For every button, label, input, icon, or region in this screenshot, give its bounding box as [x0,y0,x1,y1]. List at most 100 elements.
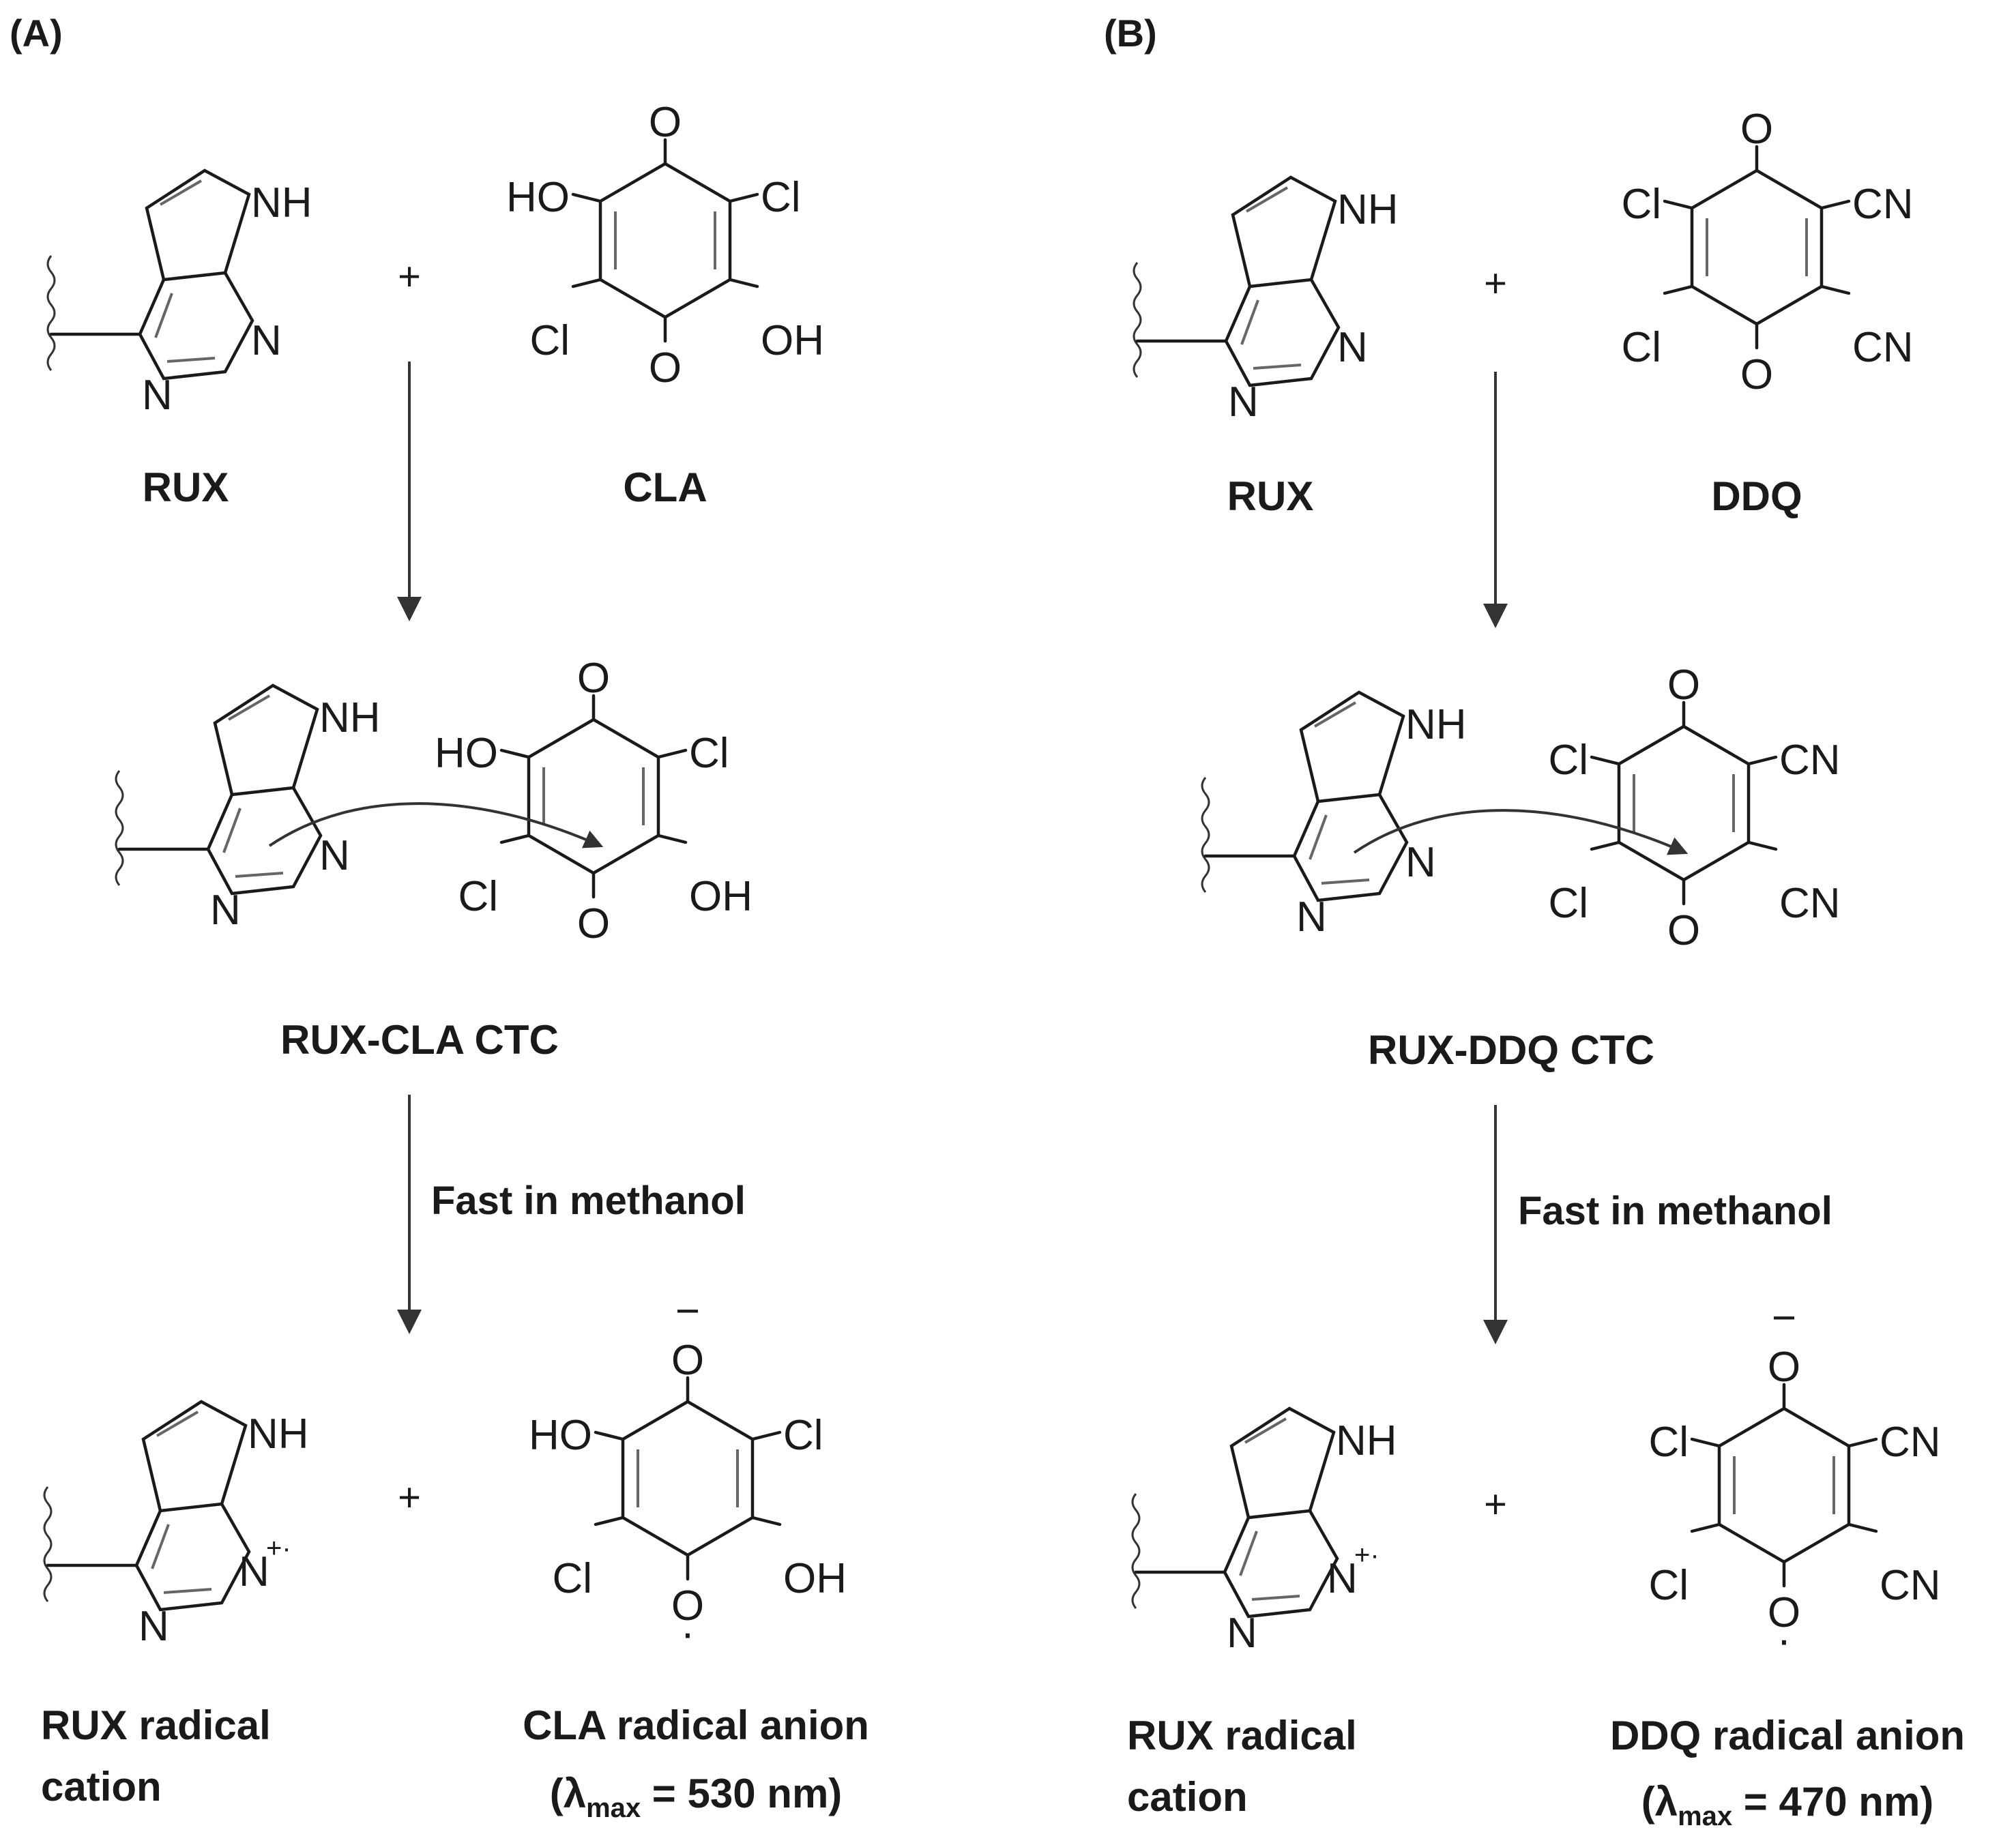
acceptor-substituent: CN [1852,181,1914,228]
o-atom: O [1768,1344,1800,1391]
panel-b-lambda-max: (λmax = 470 nm) [1641,1779,1934,1831]
acceptor-substituent: CN [1880,1419,1941,1466]
nh-atom: NH [1337,186,1399,233]
n-atom: N [1227,1610,1257,1657]
acceptor-substituent: CN [1852,324,1914,371]
acceptor-substituent: Cl [761,174,801,221]
nh-atom: NH [1405,701,1467,748]
n-atom: N [319,832,350,879]
acceptor-substituent: HO [506,174,570,221]
radical-dot: · [1777,1617,1792,1664]
panel-b-product-donor-label: RUX radical [1127,1713,1357,1758]
panel-b: (B) NH N N RUX + O O Cl [1104,12,1965,1831]
panel-b-condition: Fast in methanol [1518,1189,1832,1233]
charge-transfer-arrow [268,802,604,848]
radical-cation-charge: +· [1354,1540,1379,1570]
plus-sign: + [398,254,421,299]
panel-b-product-donor-structure: NH N +· N [1131,1406,1397,1657]
panel-b-label: (B) [1104,12,1157,55]
charge-transfer-arrow [1353,809,1689,855]
o-atom: O [1667,662,1700,709]
panel-a-acceptor-structure: O O HO Cl Cl OH [506,99,824,392]
n-atom: N [138,1603,169,1650]
o-atom: O [649,344,682,392]
acceptor-substituent: OH [783,1555,847,1602]
panel-a-lambda-max: (λmax = 530 nm) [550,1771,843,1823]
substituent-wavy-bond [46,255,56,371]
acceptor-substituent: CN [1880,1562,1941,1609]
panel-a-product-acceptor-structure: O − O · HO Cl Cl OH [529,1288,847,1657]
negative-charge: − [675,1288,700,1335]
panel-b-product-donor-label: cation [1127,1774,1248,1820]
n-atom: N [1327,1555,1358,1602]
acceptor-substituent: Cl [1621,181,1661,228]
radical-cation-charge: +· [266,1533,291,1563]
panel-b-complex-structure: NH N N [1201,690,1467,941]
plus-sign: + [1484,261,1507,306]
panel-a-complex-label: RUX-CLA CTC [280,1017,559,1063]
n-atom: N [1228,379,1259,426]
panel-b-acceptor-label: DDQ [1711,473,1802,519]
acceptor-substituent: Cl [552,1555,592,1602]
nh-atom: NH [248,1411,309,1458]
panel-a-label: (A) [10,12,63,55]
panel-b-donor-label: RUX [1227,473,1314,519]
acceptor-substituent: CN [1779,737,1841,784]
acceptor-substituent: HO [435,730,498,777]
panel-a-donor-structure: NH N N [46,168,312,419]
acceptor-substituent: Cl [1648,1562,1689,1609]
panel-b-product-acceptor-structure: O − O · Cl CN Cl CN [1648,1295,1940,1664]
acceptor-substituent: Cl [689,730,729,777]
n-atom: N [1296,894,1327,941]
acceptor-substituent: Cl [1648,1419,1689,1466]
panel-a-acceptor-label: CLA [623,464,707,510]
acceptor-substituent: Cl [529,317,570,364]
nh-atom: NH [319,694,381,741]
acceptor-substituent: Cl [1621,324,1661,371]
n-atom: N [142,372,173,419]
acceptor-substituent: Cl [783,1412,823,1459]
panel-b-product-acceptor-label: DDQ radical anion [1610,1713,1965,1758]
plus-sign: + [398,1475,421,1520]
radical-dot: · [681,1610,695,1657]
panel-a-product-acceptor-label: CLA radical anion [523,1702,869,1748]
o-atom: O [1740,106,1773,153]
panel-a-product-donor-label: cation [41,1764,162,1810]
panel-a-complex-structure: NH N N [115,683,381,934]
panel-b-donor-structure: NH N N [1133,175,1399,426]
o-atom: O [1740,351,1773,398]
n-atom: N [210,887,241,934]
acceptor-substituent: Cl [1548,737,1588,784]
acceptor-substituent: Cl [1548,880,1588,927]
panel-a-complex-acceptor: O O HO Cl Cl OH [435,655,753,947]
panel-a-product-donor-label: RUX radical [41,1702,271,1748]
o-atom: O [577,655,610,702]
acceptor-substituent: OH [689,873,753,920]
o-atom: O [1768,1589,1800,1636]
acceptor-substituent: OH [761,317,824,364]
acceptor-substituent: HO [529,1412,592,1459]
negative-charge: − [1772,1295,1796,1342]
n-atom: N [1337,324,1368,371]
acceptor-substituent: CN [1779,880,1841,927]
panel-a-donor-label: RUX [143,464,229,510]
o-atom: O [671,1582,704,1629]
o-atom: O [649,99,682,146]
o-atom: O [1667,907,1700,954]
plus-sign: + [1484,1482,1507,1526]
o-atom: O [671,1337,704,1384]
n-atom: N [1405,839,1436,886]
o-atom: O [577,900,610,947]
panel-b-complex-label: RUX-DDQ CTC [1368,1027,1654,1073]
panel-a: (A) NH N N RUX + O O [10,12,869,1823]
panel-a-condition: Fast in methanol [431,1179,746,1223]
nh-atom: NH [251,179,312,226]
nh-atom: NH [1336,1417,1397,1464]
panel-b-acceptor-structure: O O Cl CN Cl CN [1621,106,1913,398]
panel-b-complex-acceptor: O O Cl CN Cl CN [1548,662,1840,954]
n-atom: N [251,317,282,364]
panel-a-product-donor-structure: NH N +· N [43,1400,309,1650]
acceptor-substituent: Cl [458,873,498,920]
